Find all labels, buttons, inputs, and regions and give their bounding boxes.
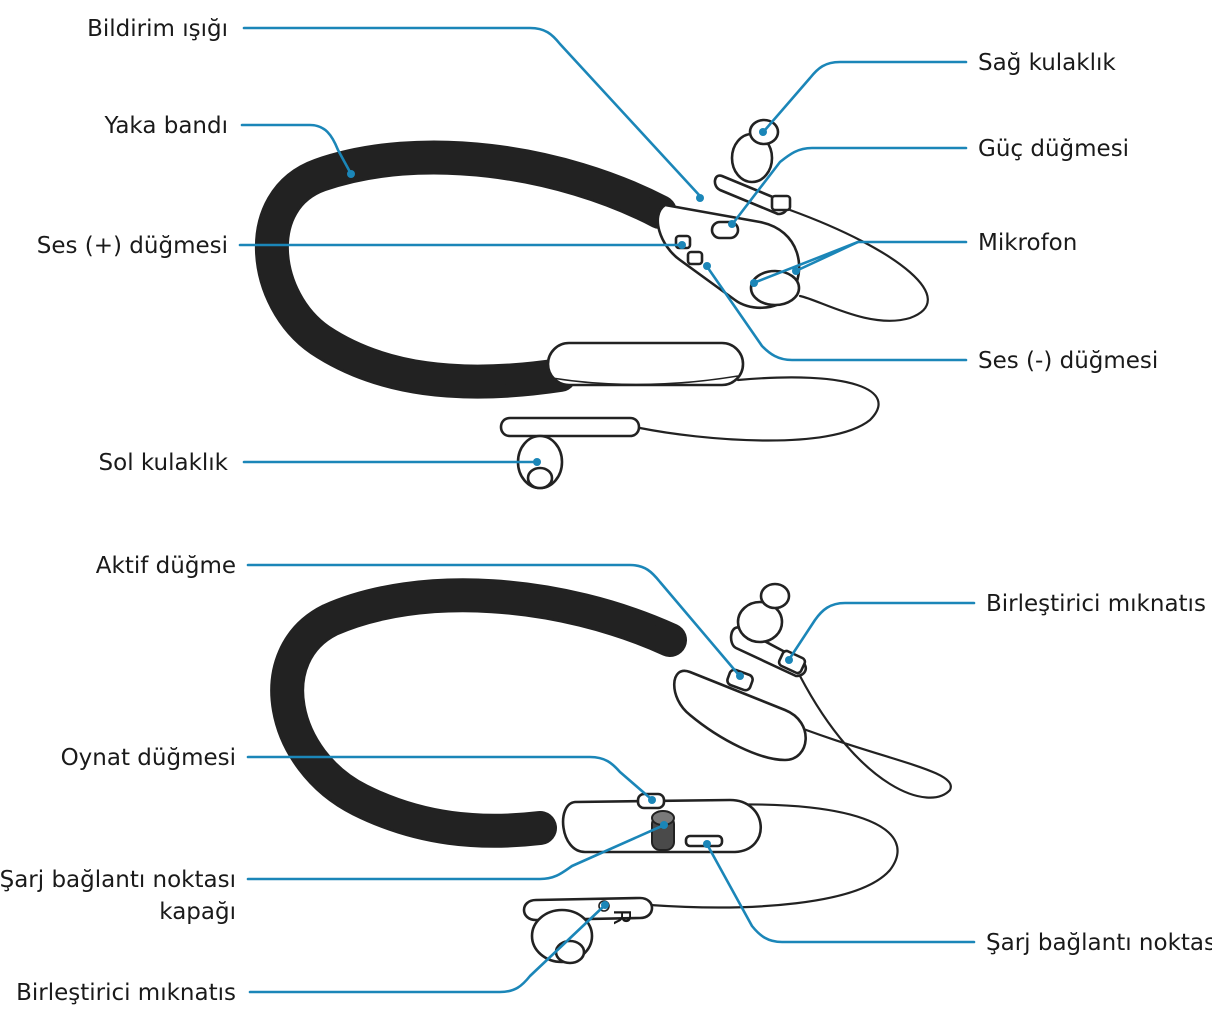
top-volume-down-key <box>688 252 702 264</box>
label-ses-arti: Ses (+) düğmesi <box>37 233 228 259</box>
leader-yaka-dot <box>347 170 355 178</box>
leader-mikrofon-b-dot <box>792 267 800 275</box>
leader-mikrofon-a-dot <box>750 279 758 287</box>
leader-birlestirici-sag-dot <box>785 656 793 664</box>
top-left-earbud-stem <box>501 418 639 436</box>
top-headset-illustration <box>272 120 928 488</box>
bottom-right-earbud <box>731 584 806 676</box>
top-left-earbud <box>501 418 639 488</box>
bottom-headset-illustration: R <box>287 584 951 963</box>
label-sag-kulaklik: Sağ kulaklık <box>978 50 1116 76</box>
top-cable-left <box>640 377 879 440</box>
leader-sarj-noktasi-dot <box>703 840 711 848</box>
leader-sag-kulaklik <box>765 62 966 130</box>
label-birlestirici-sag: Birleştirici mıknatıs <box>986 591 1206 617</box>
leader-birlestirici-sag <box>790 603 974 658</box>
label-guc-dugmesi: Güç düğmesi <box>978 136 1129 162</box>
bottom-left-earbud: R <box>524 898 652 963</box>
label-bildirim-isigi: Bildirim ışığı <box>87 16 228 42</box>
label-sarj-noktasi: Şarj bağlantı noktası <box>986 930 1212 956</box>
label-mikrofon: Mikrofon <box>978 230 1077 256</box>
label-sarj-kapak-line2: kapağı <box>159 899 236 925</box>
top-right-earbud-connector <box>772 196 790 210</box>
leader-sol-kulaklik-dot <box>533 458 541 466</box>
leader-aktif-dot <box>736 672 744 680</box>
labels: Bildirim ışığı Yaka bandı Ses (+) düğmes… <box>0 16 1212 1006</box>
leader-guc-dot <box>728 220 736 228</box>
top-left-earbud-tip <box>528 468 552 488</box>
top-control-module-end <box>751 271 799 305</box>
label-aktif-dugme: Aktif düğme <box>96 553 236 579</box>
leader-ses-eksi-dot <box>703 262 711 270</box>
label-yaka-bandi: Yaka bandı <box>103 113 228 139</box>
leader-sarj-noktasi <box>708 846 974 942</box>
leader-bildirim-dot <box>696 194 704 202</box>
earbud-side-marking: R <box>608 909 634 925</box>
label-ses-eksi: Ses (-) düğmesi <box>978 348 1158 374</box>
bottom-left-earbud-tip <box>556 941 584 963</box>
leader-sarj-kapak-dot <box>660 821 668 829</box>
label-sarj-kapak-line1: Şarj bağlantı noktası <box>0 867 236 893</box>
label-oynat-dugmesi: Oynat düğmesi <box>61 745 236 771</box>
top-left-battery-pod <box>548 343 743 385</box>
leader-oynat-dot <box>648 796 656 804</box>
bottom-right-earbud-tip <box>761 584 789 608</box>
leader-mikrofon-b <box>798 242 858 270</box>
label-birlestirici-sol: Birleştirici mıknatıs <box>16 980 236 1006</box>
leader-ses-arti-dot <box>678 241 686 249</box>
bottom-charging-port-cover <box>652 811 674 850</box>
leader-birlestirici-sol-dot <box>601 901 609 909</box>
label-sol-kulaklik: Sol kulaklık <box>99 450 229 476</box>
leader-sag-kulaklik-dot <box>759 128 767 136</box>
